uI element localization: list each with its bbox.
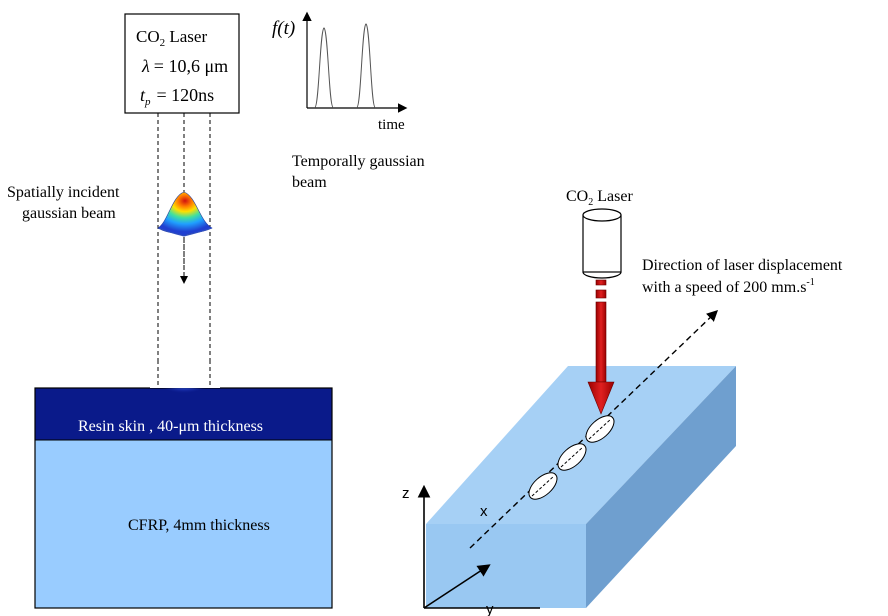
gaussian-beam-surface bbox=[157, 191, 213, 237]
block-front-face bbox=[426, 524, 586, 608]
displacement-label-1: Direction of laser displacement bbox=[642, 257, 843, 274]
pulse-1 bbox=[314, 27, 334, 108]
laser-spots bbox=[528, 415, 615, 500]
laser-head-cylinder bbox=[582, 208, 622, 279]
pulse-caption-1: Temporally gaussian bbox=[292, 153, 425, 170]
cfrp-layer bbox=[34, 439, 333, 609]
coordinate-axes bbox=[417, 484, 540, 609]
cfrp-label: CFRP, 4mm thickness bbox=[128, 517, 270, 534]
laser-spot bbox=[557, 443, 587, 471]
x-axis-label: x bbox=[480, 503, 488, 520]
pulse-width-label: tp= 120ns bbox=[140, 85, 214, 108]
laser-spot bbox=[585, 415, 615, 443]
laser-beam-arrow bbox=[587, 279, 615, 415]
sample-cross-section: Resin skin , 40-μm thickness CFRP, 4mm t… bbox=[34, 360, 333, 609]
pulse-plot-x-label: time bbox=[378, 117, 405, 133]
displacement-label-2: with a speed of 200 mm.s-1 bbox=[642, 277, 815, 296]
laser-source-box: CO2 Laser λ= 10,6 μm tp= 120ns bbox=[124, 13, 240, 114]
x-axis bbox=[423, 564, 491, 609]
z-axis-label: z bbox=[402, 485, 410, 502]
laser-head-label: CO2 Laser bbox=[566, 188, 633, 208]
laser-spot bbox=[528, 472, 558, 500]
beam-dashed-lines bbox=[157, 113, 211, 388]
pulse-caption-2: beam bbox=[292, 174, 327, 191]
pulse-2 bbox=[356, 23, 376, 108]
resin-skin-label: Resin skin , 40-μm thickness bbox=[78, 418, 263, 435]
spatial-beam-label-2: gaussian beam bbox=[22, 205, 116, 222]
pulse-plot: f(t) time bbox=[272, 11, 408, 133]
pulse-plot-y-label: f(t) bbox=[272, 18, 295, 39]
wavelength-label: λ= 10,6 μm bbox=[141, 56, 228, 76]
laser-box-title: CO2 Laser bbox=[136, 27, 207, 49]
y-axis-label: y bbox=[486, 601, 494, 616]
block-side-face bbox=[586, 366, 736, 608]
3d-sample-block bbox=[426, 366, 736, 608]
spatial-beam-label-1: Spatially incident bbox=[7, 184, 120, 201]
